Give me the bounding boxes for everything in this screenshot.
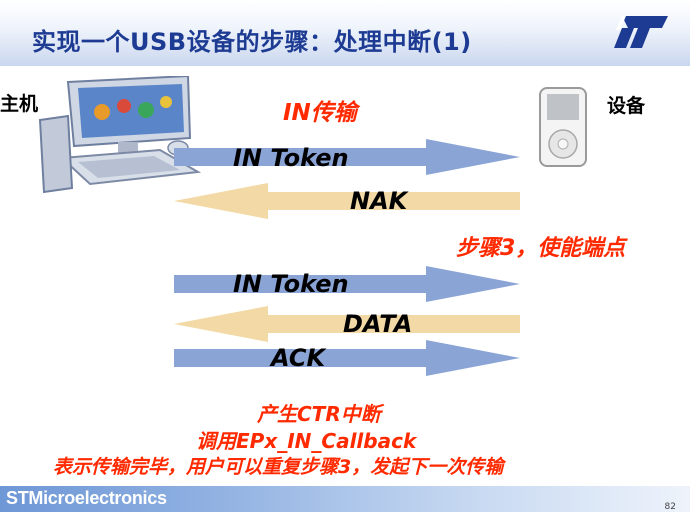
arrow-data bbox=[174, 306, 520, 342]
arrow-nak bbox=[174, 183, 520, 219]
note-ctr-interrupt: 产生CTR中断 bbox=[257, 402, 381, 426]
arrow-in-token-1 bbox=[174, 139, 520, 175]
arrow-label-in-token-1: IN Token bbox=[233, 144, 349, 172]
arrow-label-in-token-2: IN Token bbox=[233, 270, 349, 298]
device-ipod-icon bbox=[539, 87, 587, 167]
step3-label: 步骤3，使能端点 bbox=[456, 236, 626, 261]
slide-title: 实现一个USB设备的步骤：处理中断(1) bbox=[32, 28, 472, 56]
title-bar bbox=[0, 0, 690, 66]
arrow-ack bbox=[174, 340, 520, 376]
in-transfer-label: IN传输 bbox=[283, 100, 357, 126]
st-logo-icon bbox=[614, 16, 668, 48]
note-callback: 调用EPx_IN_Callback bbox=[196, 429, 417, 453]
host-computer-icon bbox=[38, 76, 202, 194]
note-transfer-complete: 表示传输完毕，用户可以重复步骤3，发起下一次传输 bbox=[53, 456, 504, 478]
page-number: 82 bbox=[664, 502, 676, 512]
arrow-label-ack: ACK bbox=[271, 344, 326, 372]
host-label: 主机 bbox=[0, 93, 39, 115]
arrow-label-data: DATA bbox=[343, 310, 413, 338]
arrow-in-token-2 bbox=[174, 266, 520, 302]
footer-bar: STMicroelectronics bbox=[0, 486, 690, 512]
footer-brand: STMicroelectronics bbox=[6, 488, 167, 508]
arrow-label-nak: NAK bbox=[350, 187, 408, 215]
device-label: 设备 bbox=[607, 95, 646, 117]
